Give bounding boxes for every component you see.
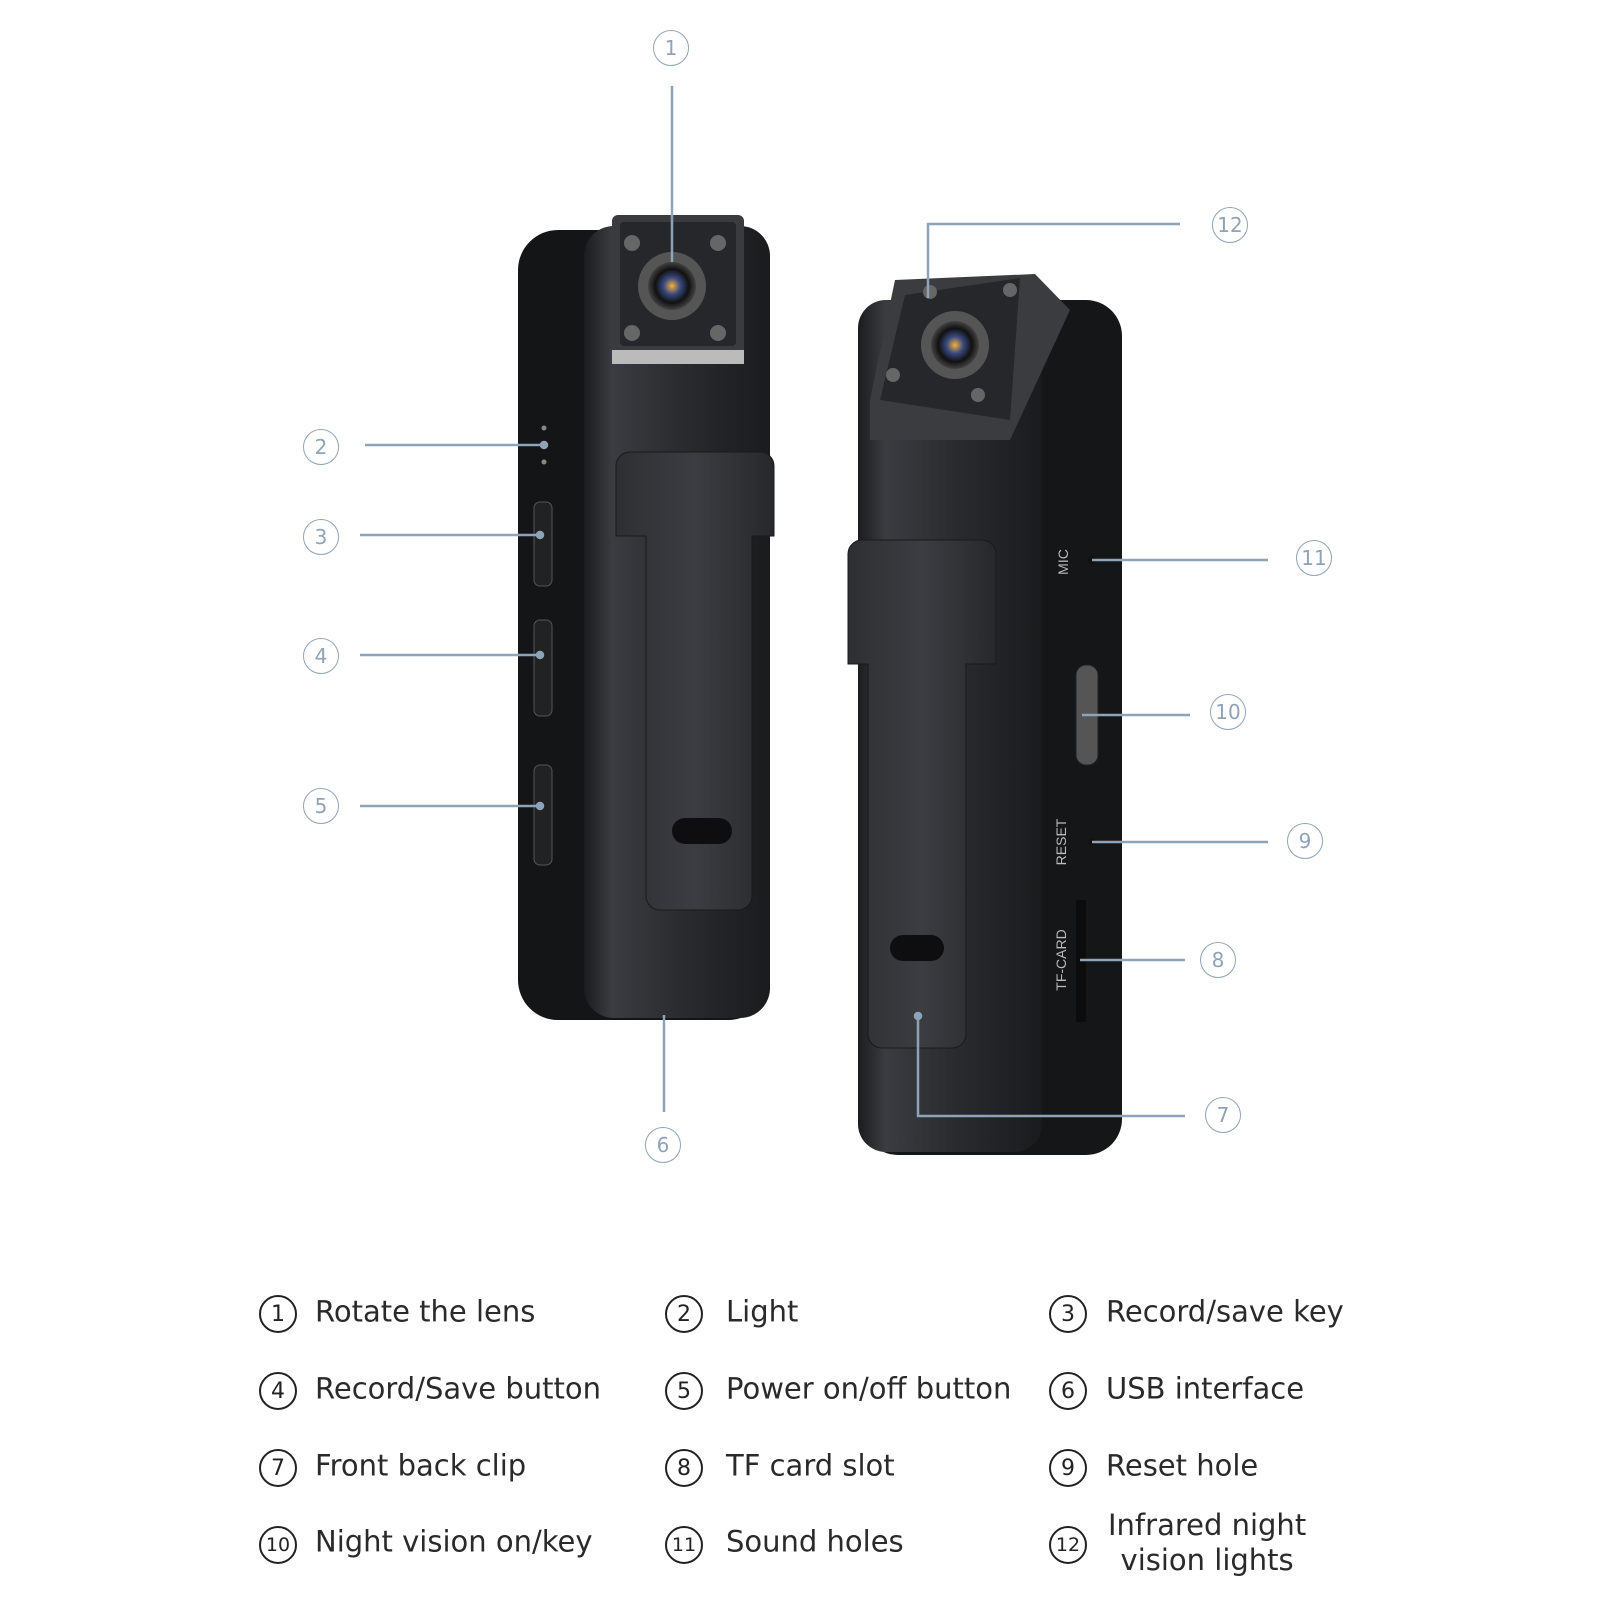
legend-num-7: 7 [259, 1449, 297, 1487]
callout-12: 12 [1212, 207, 1248, 243]
legend-num-5: 5 [665, 1372, 703, 1410]
legend-text-1: Rotate the lens [315, 1294, 536, 1329]
legend-text-12: Infrared night vision lights [1108, 1508, 1307, 1577]
legend-num-12: 12 [1049, 1526, 1087, 1564]
legend-text-8: TF card slot [726, 1448, 895, 1483]
callout-4: 4 [303, 638, 339, 674]
legend-num-6: 6 [1049, 1372, 1087, 1410]
left-device [518, 215, 775, 1020]
tf-card-label: TF-CARD [1053, 929, 1069, 990]
legend-text-10: Night vision on/key [315, 1524, 593, 1559]
callout-6: 6 [645, 1127, 681, 1163]
callout-8: 8 [1200, 942, 1236, 978]
legend-text-6: USB interface [1106, 1371, 1305, 1406]
mic-label: MIC [1055, 549, 1071, 575]
callout-2: 2 [303, 429, 339, 465]
legend-text-5: Power on/off button [726, 1371, 1012, 1406]
legend-text-11: Sound holes [726, 1524, 904, 1559]
legend-num-4: 4 [259, 1372, 297, 1410]
callout-11: 11 [1296, 540, 1332, 576]
legend-num-3: 3 [1049, 1295, 1087, 1333]
legend-num-1: 1 [259, 1295, 297, 1333]
reset-label: RESET [1053, 818, 1069, 865]
legend-num-10: 10 [259, 1526, 297, 1564]
legend-num-8: 8 [665, 1449, 703, 1487]
legend-text-2: Light [726, 1294, 799, 1329]
leader-lines [360, 86, 1268, 1118]
legend-num-2: 2 [665, 1295, 703, 1333]
callout-10: 10 [1210, 694, 1246, 730]
legend-text-4: Record/Save button [315, 1371, 602, 1406]
callout-5: 5 [303, 788, 339, 824]
legend-num-11: 11 [665, 1526, 703, 1564]
callout-3: 3 [303, 519, 339, 555]
legend-text-9: Reset hole [1106, 1448, 1259, 1483]
right-device: MIC RESET TF-CARD [847, 274, 1122, 1155]
legend-text-3: Record/save key [1106, 1294, 1344, 1329]
callout-1: 1 [653, 30, 689, 66]
callout-9: 9 [1287, 823, 1323, 859]
legend-text-7: Front back clip [315, 1448, 527, 1483]
callout-7: 7 [1205, 1097, 1241, 1133]
legend-num-9: 9 [1049, 1449, 1087, 1487]
